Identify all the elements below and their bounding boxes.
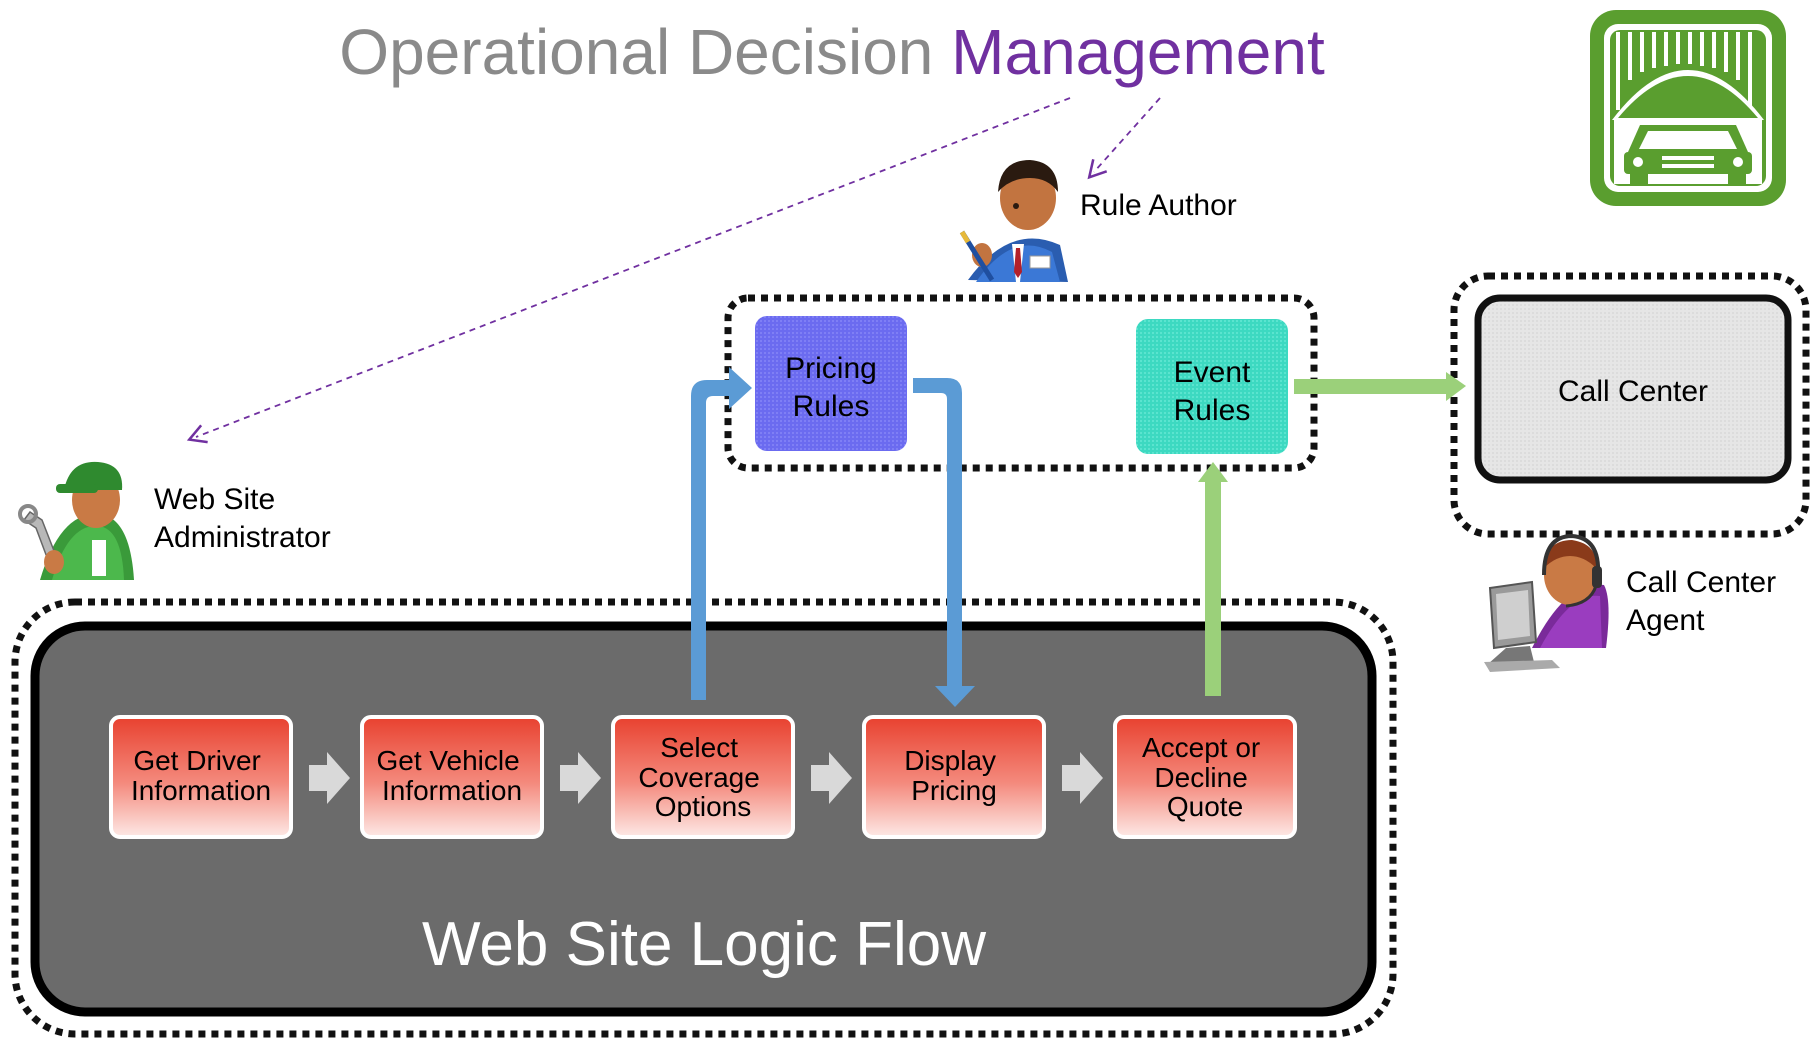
flow-step-accept-decline[interactable]: Accept or Decline Quote xyxy=(1113,715,1297,839)
flow-step-display-pricing[interactable]: Display Pricing xyxy=(862,715,1046,839)
step-3-line-3: Options xyxy=(655,791,752,822)
logic-flow-label: Web Site Logic Flow xyxy=(422,910,986,979)
step-5-line-1: Accept or xyxy=(1142,732,1260,763)
svg-text:Accept or Decline: Accept or Decline Quote xyxy=(1142,732,1268,822)
flow-step-get-driver[interactable]: Get Driver Information xyxy=(109,715,293,839)
step-3-line-1: Select xyxy=(660,732,738,763)
pricing-rules-box[interactable]: Pricing Rules xyxy=(755,316,907,451)
web-admin-label-line1: Web Site xyxy=(154,483,275,516)
svg-text:Display Pricing: Display Pricing xyxy=(904,745,1004,806)
title-to-author-pointer xyxy=(1087,97,1161,180)
step-4-line-1: Display xyxy=(904,745,996,776)
title-prefix: Operational Decision xyxy=(339,16,951,88)
call-center-label: Call Center xyxy=(1558,375,1708,408)
svg-text:Select Coverage Op: Select Coverage Options xyxy=(638,732,767,822)
step-5-line-2: Decline xyxy=(1154,762,1247,793)
web-admin-label-line2: Administrator xyxy=(154,521,331,554)
agent-label-line1: Call Center xyxy=(1626,566,1776,599)
page-title: Operational Decision Management xyxy=(339,16,1325,88)
quote-to-event-arrow xyxy=(1198,462,1228,696)
svg-text:Get Driver Information: Get Driver Information xyxy=(131,745,271,806)
event-rules-line1: Event xyxy=(1174,356,1251,389)
agent-label-line2: Agent xyxy=(1626,604,1705,637)
pricing-to-display-arrow xyxy=(913,378,975,707)
pricing-rules-line2: Rules xyxy=(793,390,870,423)
svg-text:Get Vehicle Information: Get Vehicle Information xyxy=(377,745,528,806)
step-5-line-3: Quote xyxy=(1167,791,1243,822)
step-3-line-2: Coverage xyxy=(638,762,759,793)
web-admin-avatar-icon xyxy=(18,461,134,580)
flow-step-select-coverage[interactable]: Select Coverage Options xyxy=(611,715,795,839)
step-2-line-2: Information xyxy=(382,775,522,806)
step-chevron-icon xyxy=(811,752,852,804)
step-chevron-icon xyxy=(1062,752,1103,804)
step-chevron-icon xyxy=(560,752,601,804)
step-1-line-2: Information xyxy=(131,775,271,806)
car-umbrella-logo-icon xyxy=(1590,10,1786,206)
flow-step-get-vehicle[interactable]: Get Vehicle Information xyxy=(360,715,544,839)
call-center-agent-avatar-icon xyxy=(1484,533,1609,672)
rule-author-label: Rule Author xyxy=(1080,189,1237,222)
call-center-box[interactable]: Call Center xyxy=(1474,294,1792,484)
rule-author-avatar-icon xyxy=(959,160,1068,282)
event-rules-box[interactable]: Event Rules xyxy=(1136,319,1288,454)
title-to-admin-pointer xyxy=(186,97,1071,444)
event-rules-line2: Rules xyxy=(1174,394,1251,427)
event-to-call-center-arrow xyxy=(1294,372,1466,401)
step-1-line-1: Get Driver xyxy=(133,745,261,776)
coverage-to-pricing-arrow xyxy=(691,367,752,700)
pricing-rules-line1: Pricing xyxy=(785,352,877,385)
call-center-container xyxy=(1450,272,1810,538)
title-highlight: Management xyxy=(951,16,1325,88)
step-chevron-icon xyxy=(309,752,350,804)
step-4-line-2: Pricing xyxy=(911,775,997,806)
step-2-line-1: Get Vehicle xyxy=(377,745,520,776)
